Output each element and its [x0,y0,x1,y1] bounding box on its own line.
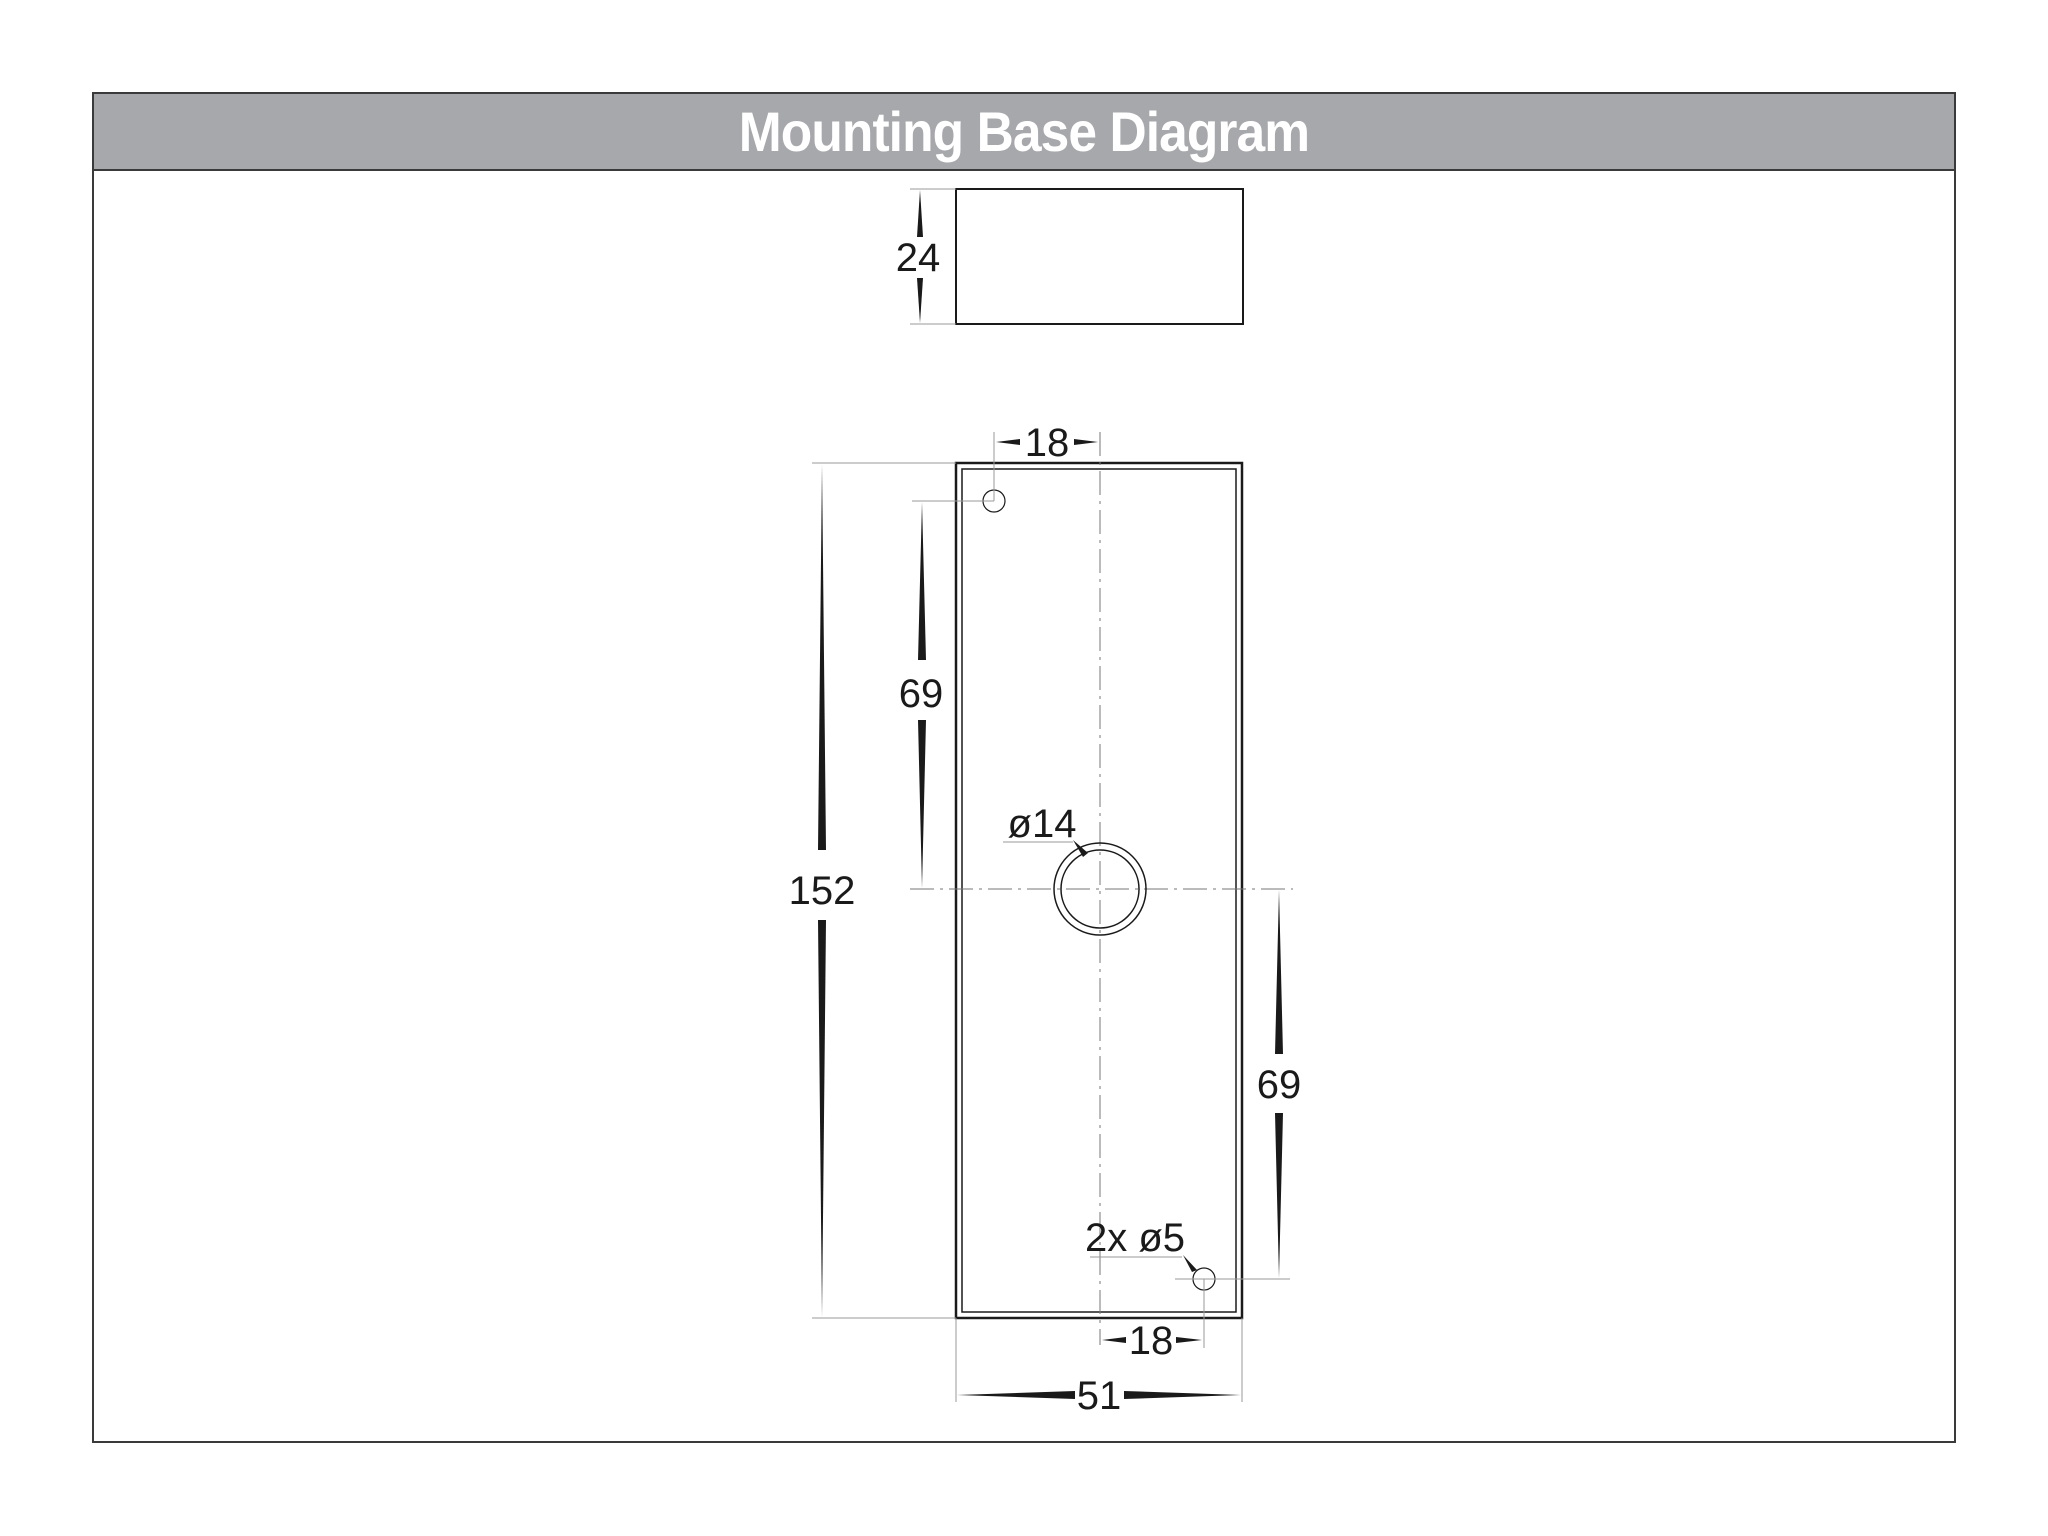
top-hole-offset-label: 18 [1025,421,1070,465]
dim-arrow [917,190,923,237]
overall-length-label: 152 [789,869,856,913]
page-title: Mounting Base Diagram [738,100,1310,163]
top-hole-to-center-label: 69 [899,672,944,716]
plate-inner-outline [961,468,1237,1313]
center-hole-outer [1053,842,1147,936]
overall-width-label: 51 [1077,1374,1122,1418]
bottom-hole-offset-label: 18 [1129,1319,1174,1363]
center-hole-inner [1060,849,1140,929]
plan-view: 18 152 69 69 ø14 2x ø5 18 51 [789,421,1302,1418]
mounting-hole-diameter-label: 2x ø5 [1085,1216,1185,1260]
side-view-outline [955,188,1244,325]
center-hole-diameter-label: ø14 [1008,802,1077,846]
bottom-hole-to-center-label: 69 [1257,1063,1302,1107]
plate-outer-outline [954,461,1244,1320]
title-bar: Mounting Base Diagram [94,94,1954,171]
dim-arrow [917,278,923,323]
height-dimension-label: 24 [896,236,941,280]
side-view: 24 [896,188,1244,325]
diagram-frame: Mounting Base Diagram [92,92,1956,1443]
